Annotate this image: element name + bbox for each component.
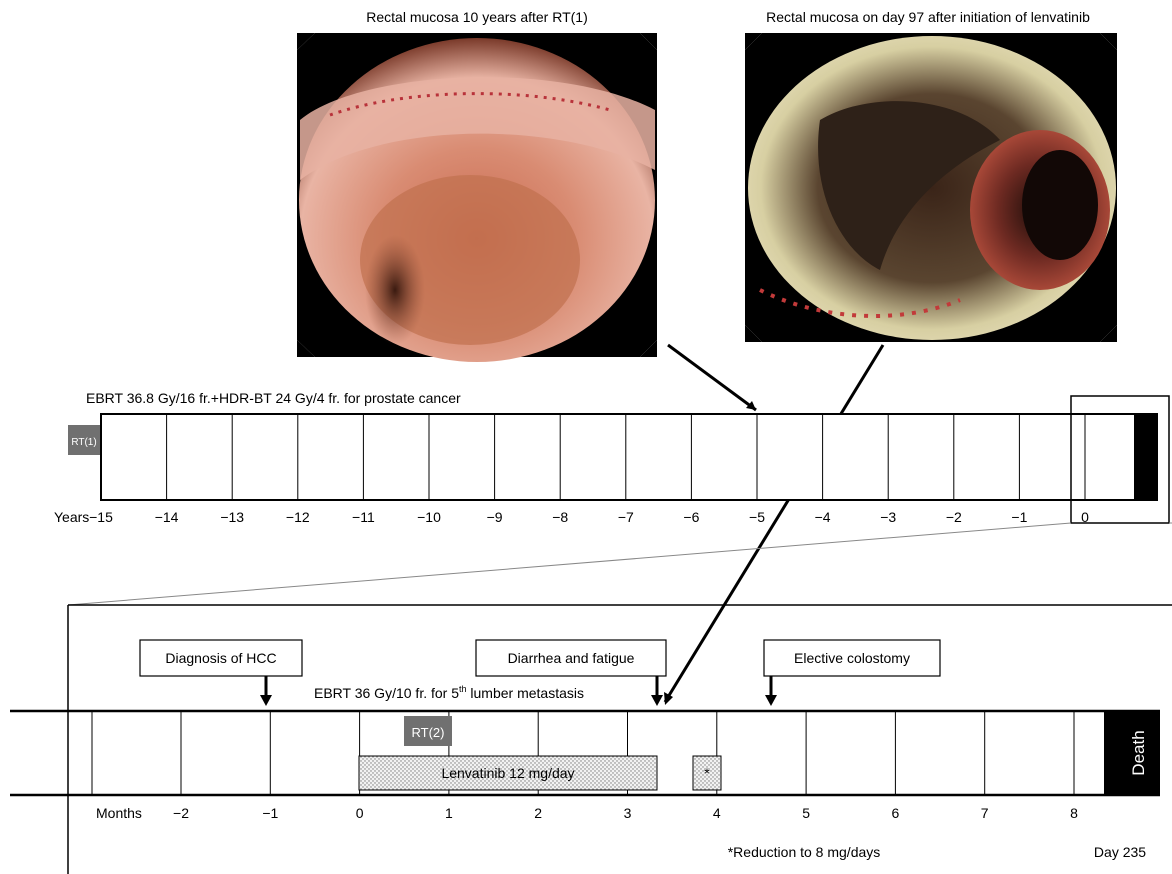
diarrhea-label: Diarrhea and fatigue [508,650,635,666]
upper-timeline-title: EBRT 36.8 Gy/16 fr.+HDR-BT 24 Gy/4 fr. f… [86,390,461,406]
upper-tick-label: −13 [220,509,244,525]
day-label: Day 235 [1094,844,1146,860]
upper-tick-label: −8 [552,509,568,525]
upper-tick-label: −15 [89,509,113,525]
upper-axis-label: Years [54,509,89,525]
upper-tick-label: −1 [1011,509,1027,525]
lower-tick-label: −1 [262,805,278,821]
colostomy-label: Elective colostomy [794,650,910,666]
reduction-marker: * [704,765,710,781]
lower-tick-label: 4 [713,805,721,821]
lower-tick-label: 2 [534,805,542,821]
upper-tick-label: −14 [155,509,179,525]
upper-tick-label: 0 [1081,509,1089,525]
lower-tick-label: 8 [1070,805,1078,821]
rt1-label: RT(1) [71,437,96,448]
left-endoscopy-photo [297,33,657,362]
lower-axis-label: Months [96,805,142,821]
upper-tick-label: −9 [487,509,503,525]
lower-tick-label: 3 [624,805,632,821]
upper-timeline [68,396,1169,523]
zoom-line-left [68,523,1071,605]
upper-tick-label: −10 [417,509,441,525]
left-photo-caption: Rectal mucosa 10 years after RT(1) [366,9,588,25]
lower-tick-label: −2 [173,805,189,821]
lenvatinib-label: Lenvatinib 12 mg/day [441,765,574,781]
upper-tick-label: −6 [683,509,699,525]
death-label: Death [1129,730,1148,775]
lower-tick-label: 7 [981,805,989,821]
ebrt-label: EBRT 36 Gy/10 fr. for 5th lumber metasta… [314,684,584,701]
right-photo-caption: Rectal mucosa on day 97 after initiation… [766,9,1090,25]
upper-tick-label: −2 [946,509,962,525]
upper-tick-label: −7 [618,509,634,525]
upper-death-bar [1134,414,1157,500]
lower-tick-label: 6 [892,805,900,821]
upper-tick-label: −4 [815,509,831,525]
upper-tick-label: −12 [286,509,310,525]
right-endoscopy-photo [745,33,1117,342]
lower-tick-label: 1 [445,805,453,821]
diagnosis-label: Diagnosis of HCC [165,650,276,666]
upper-tick-label: −5 [749,509,765,525]
lower-timeline [10,605,1172,874]
footnote: *Reduction to 8 mg/days [728,844,881,860]
rt2-label: RT(2) [412,725,445,740]
lower-tick-label: 5 [802,805,810,821]
left-photo-connector [668,345,756,410]
lower-tick-label: 0 [356,805,364,821]
upper-tick-label: −3 [880,509,896,525]
upper-tick-label: −11 [352,509,375,525]
